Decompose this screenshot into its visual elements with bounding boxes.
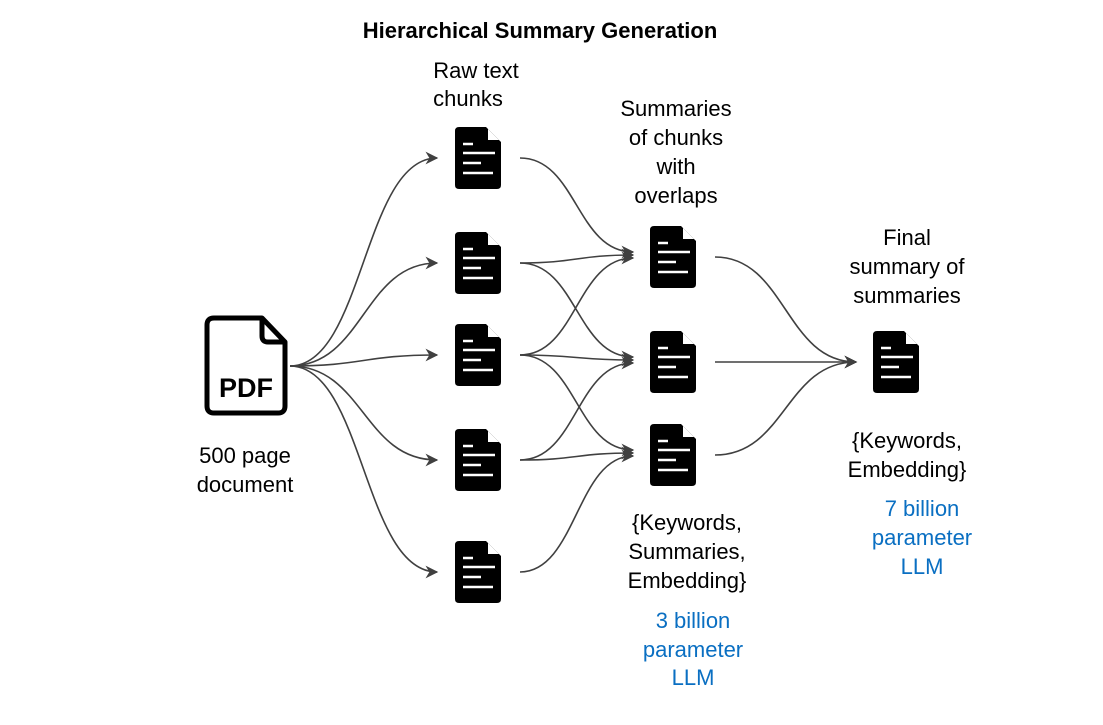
arrow-chunk-to-summary (519, 449, 635, 573)
svg-text:summary of: summary of (850, 254, 966, 279)
svg-text:parameter: parameter (643, 637, 743, 662)
svg-text:500 page: 500 page (199, 443, 291, 468)
pdf-icon-text: PDF (219, 373, 273, 403)
arrow-chunk-to-summary (519, 157, 635, 259)
chunk-document-icon (455, 127, 501, 189)
final-label: Final summary of summaries (850, 225, 966, 308)
arrow-summary-to-final (714, 256, 858, 369)
arrow-pdf-to-chunk (289, 348, 439, 367)
chunk-document-icon (455, 232, 501, 294)
svg-text:Raw text: Raw text (433, 58, 519, 83)
svg-text:Embedding}: Embedding} (628, 568, 747, 593)
final-outputs: {Keywords, Embedding} (848, 428, 967, 482)
svg-text:7 billion: 7 billion (885, 496, 960, 521)
summary-document-icon (650, 331, 696, 393)
arrow-pdf-to-chunk (289, 365, 439, 579)
svg-text:summaries: summaries (853, 283, 961, 308)
arrow-pdf-to-chunk (289, 365, 439, 467)
pdf-file-icon: PDF (204, 315, 288, 416)
svg-text:LLM: LLM (672, 665, 715, 690)
summaries-label: Summaries of chunks with overlaps (620, 96, 731, 208)
final-model: 7 billion parameter LLM (872, 496, 972, 579)
svg-text:{Keywords,: {Keywords, (852, 428, 962, 453)
arrow-summary-to-final (714, 355, 858, 456)
edges (289, 151, 858, 579)
svg-text:3 billion: 3 billion (656, 608, 731, 633)
svg-text:LLM: LLM (901, 554, 944, 579)
summaries-outputs: {Keywords, Summaries, Embedding} (628, 510, 747, 593)
chunk-document-icon (455, 429, 501, 491)
diagram-title: Hierarchical Summary Generation (363, 18, 718, 43)
svg-text:document: document (197, 472, 294, 497)
arrow-pdf-to-chunk (289, 256, 439, 367)
summaries-model: 3 billion parameter LLM (643, 608, 743, 690)
arrow-chunk-to-summary (519, 446, 635, 461)
summary-document-icon (650, 226, 696, 288)
svg-text:Embedding}: Embedding} (848, 457, 967, 482)
svg-text:of chunks: of chunks (629, 125, 723, 150)
svg-text:{Keywords,: {Keywords, (632, 510, 742, 535)
arrow-chunk-to-summary (519, 353, 635, 367)
svg-text:Final: Final (883, 225, 931, 250)
svg-text:Summaries,: Summaries, (628, 539, 745, 564)
chunk-document-icon (455, 324, 501, 386)
chunk-document-icon (455, 541, 501, 603)
chunks-label: Raw text chunks (433, 58, 519, 111)
summary-document-icon (650, 424, 696, 486)
arrow-chunk-to-summary (519, 251, 635, 356)
final-summary-document-icon (873, 331, 919, 393)
svg-text:with: with (655, 154, 695, 179)
arrow-chunk-to-summary (519, 356, 635, 461)
source-label: 500 page document (197, 443, 294, 497)
svg-text:parameter: parameter (872, 525, 972, 550)
svg-text:Summaries: Summaries (620, 96, 731, 121)
arrow-chunk-to-summary (519, 354, 635, 457)
document-icons (455, 127, 919, 603)
svg-text:overlaps: overlaps (634, 183, 717, 208)
svg-text:chunks: chunks (433, 86, 503, 111)
arrow-chunk-to-summary (519, 248, 635, 264)
arrow-chunk-to-summary (519, 262, 635, 364)
arrow-pdf-to-chunk (289, 151, 439, 367)
